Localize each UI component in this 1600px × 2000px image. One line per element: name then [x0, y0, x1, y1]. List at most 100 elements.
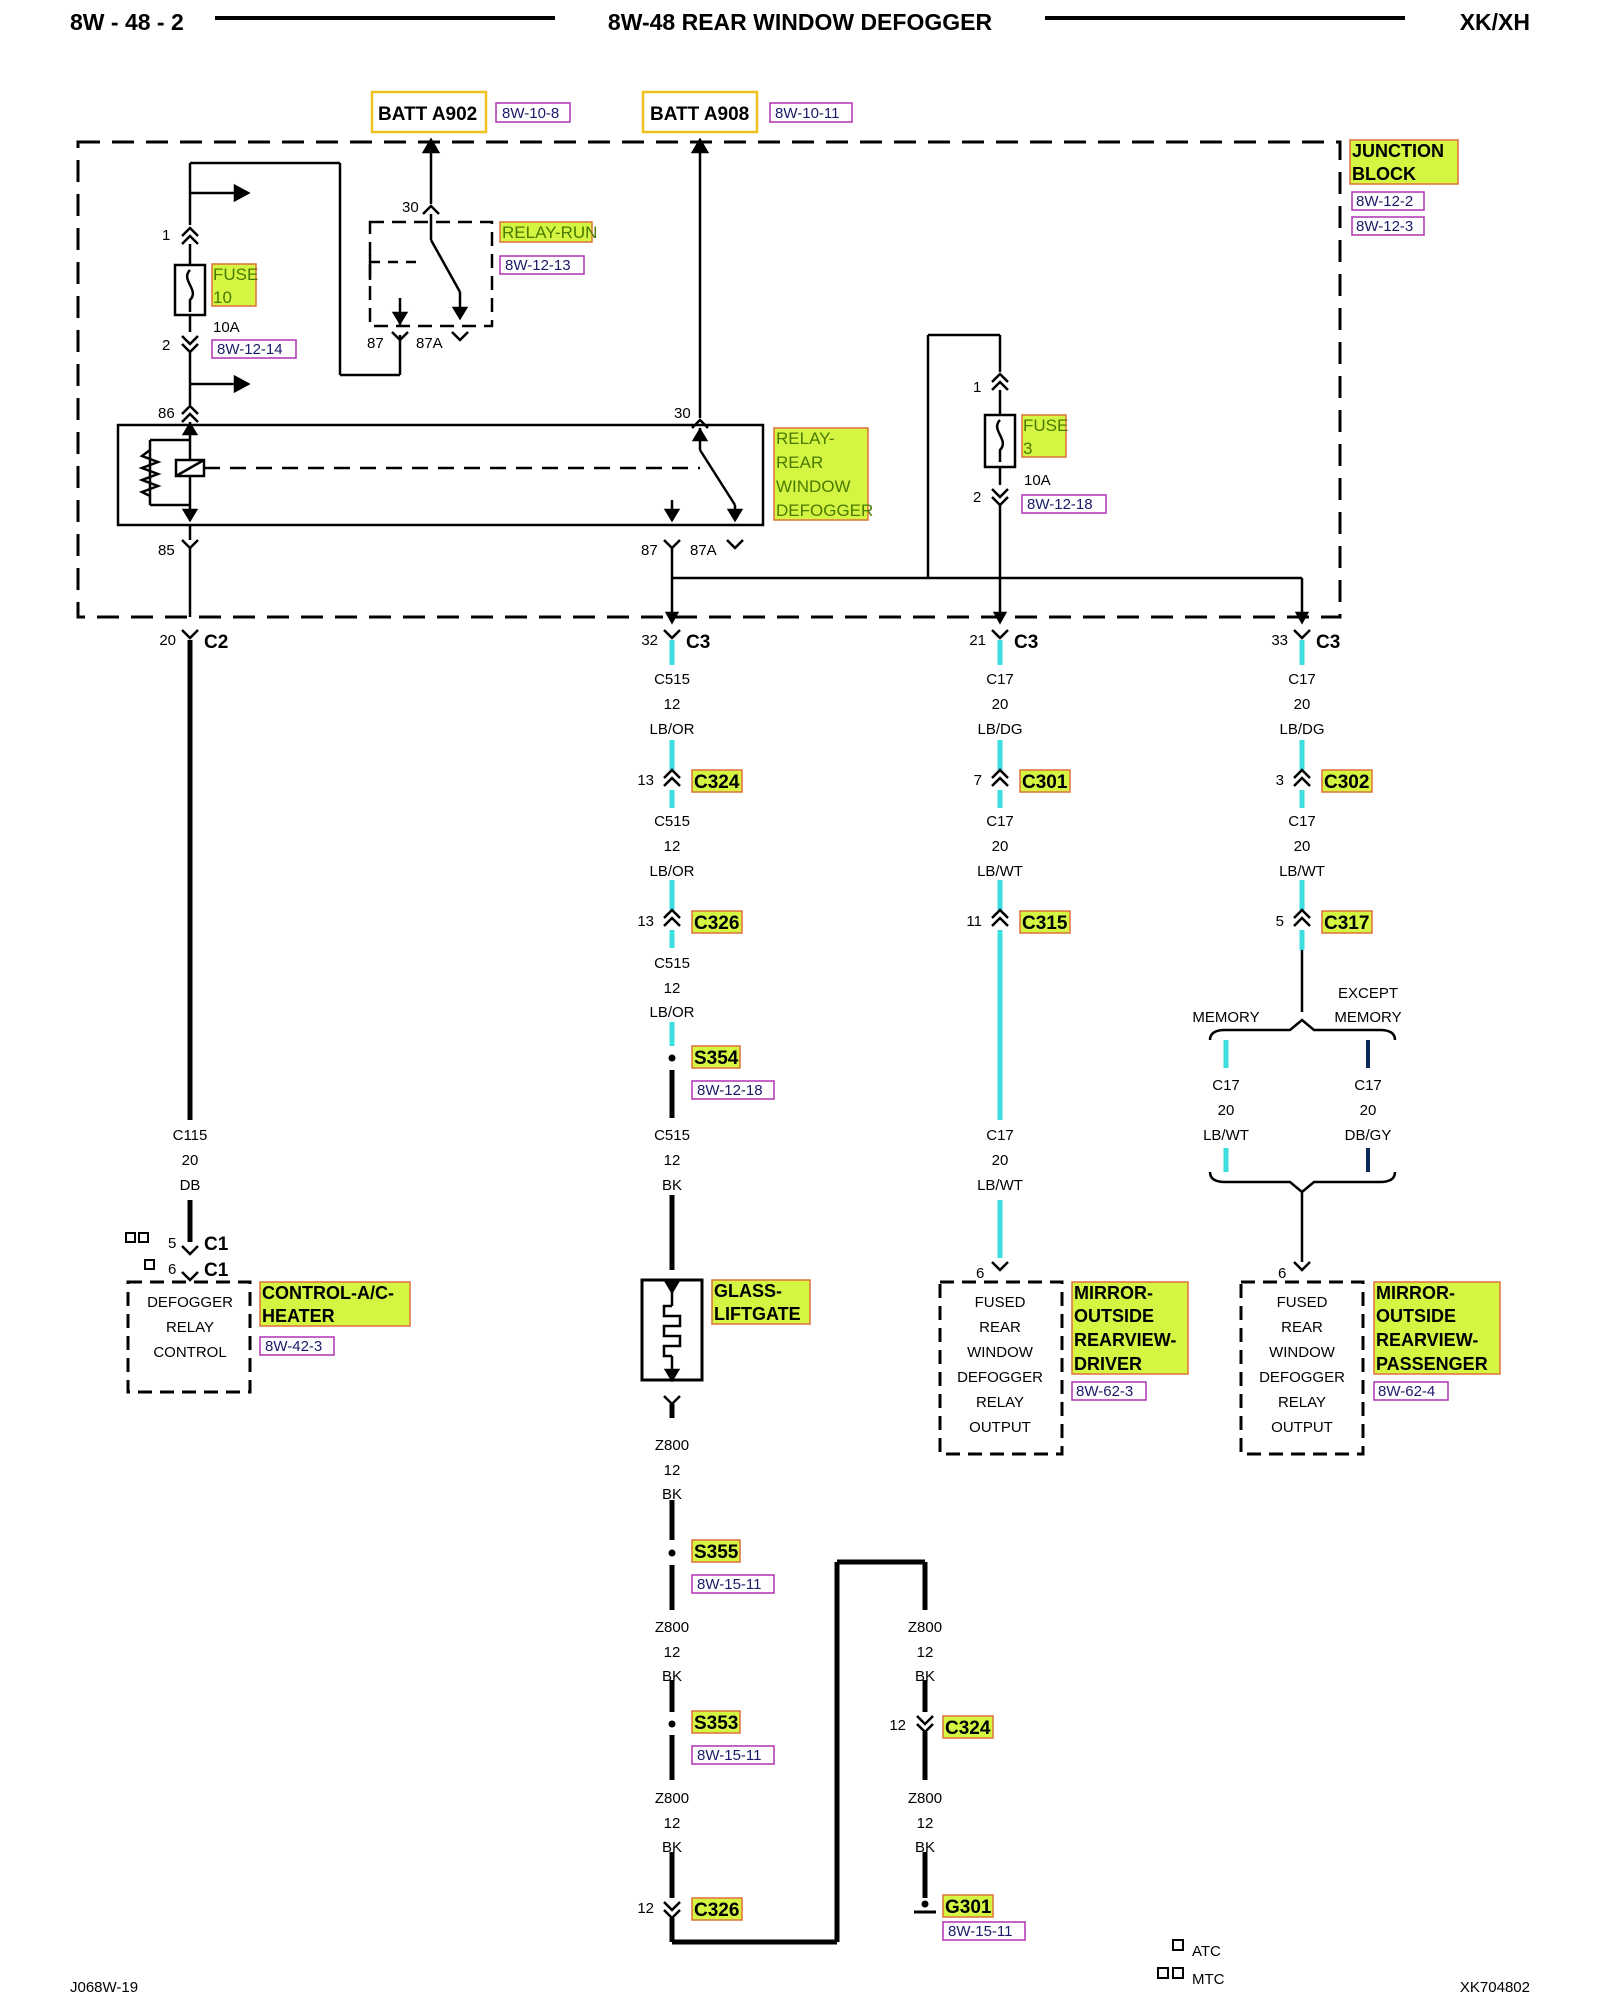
mirror-pass-box-3: WINDOW	[1269, 1344, 1336, 1361]
control-box-line2: RELAY	[166, 1319, 214, 1336]
mirror-drv-highlight	[1071, 1281, 1189, 1375]
relay-defog-label-1: RELAY-	[776, 429, 835, 448]
c302-highlight	[1321, 769, 1373, 793]
c115-color: DB	[180, 1177, 201, 1194]
glass-highlight	[711, 1279, 811, 1325]
c326a: C326	[691, 910, 743, 934]
z800-4-color: BK	[915, 1668, 935, 1685]
mtc-marker-b	[138, 1232, 149, 1243]
relay-run-ref[interactable]: 8W-12-13	[505, 257, 571, 274]
c302-label: C302	[1324, 772, 1369, 793]
fuse10-label-1: FUSE	[213, 265, 258, 284]
s354: S354 8W-12-18	[691, 1045, 775, 1100]
c2-label: C2	[204, 632, 228, 653]
c302-pin: 3	[1276, 772, 1284, 789]
c1b-pin: 6	[168, 1261, 176, 1278]
c17-p2-circuit: C17	[1288, 813, 1316, 830]
mirror-pass-box-6: OUTPUT	[1271, 1419, 1333, 1436]
s355: S355 8W-15-11	[691, 1539, 775, 1594]
c17-d1-gauge: 20	[992, 696, 1009, 713]
batt-a902-ref-frame	[495, 102, 571, 123]
c315: C315	[1019, 910, 1071, 934]
batt-a902: BATT A902 8W-10-8	[370, 90, 571, 134]
s353-ref-frame	[691, 1745, 775, 1765]
control-label: CONTROL-A/C- HEATER 8W-42-3	[259, 1281, 411, 1356]
c17-p2-color: LB/WT	[1279, 863, 1325, 880]
s354-ref[interactable]: 8W-12-18	[697, 1082, 763, 1099]
page-title: 8W-48 REAR WINDOW DEFOGGER	[608, 9, 993, 35]
mirror-drv-label: MIRROR- OUTSIDE REARVIEW- DRIVER 8W-62-3	[1071, 1281, 1189, 1401]
c315-highlight	[1019, 910, 1071, 934]
fuse10-circuit	[173, 161, 402, 405]
junction-ref2-frame	[1351, 216, 1425, 236]
control-box	[126, 1280, 252, 1394]
c17-d2-color: LB/WT	[977, 863, 1023, 880]
s355-highlight	[691, 1539, 741, 1563]
c3c-pin: 33	[1271, 632, 1288, 649]
c115-circuit: C115	[173, 1127, 208, 1144]
fuse10-label: FUSE 10	[211, 263, 258, 307]
control-highlight	[259, 1281, 411, 1327]
fuse3-label: FUSE 3	[1021, 414, 1068, 458]
relay-defog-pin87a: 87A	[690, 542, 717, 559]
c17-p2-gauge: 20	[1294, 838, 1311, 855]
mirror-drv-ref[interactable]: 8W-62-3	[1076, 1383, 1133, 1400]
s353-ref[interactable]: 8W-15-11	[697, 1747, 761, 1764]
control-label-2: HEATER	[262, 1306, 335, 1326]
c3b-pin: 21	[969, 632, 986, 649]
s355-ref[interactable]: 8W-15-11	[697, 1576, 761, 1593]
mirror-pass-label: MIRROR- OUTSIDE REARVIEW- PASSENGER 8W-6…	[1373, 1281, 1501, 1401]
mirror-pass-highlight	[1373, 1281, 1501, 1375]
legend-atc: ATC	[1192, 1943, 1221, 1960]
c324b-highlight	[942, 1715, 994, 1739]
relay-run-label: RELAY-RUN 8W-12-13	[499, 221, 597, 275]
c17-p1-color: LB/DG	[1279, 721, 1324, 738]
z800-1-gauge: 12	[664, 1462, 681, 1479]
batt-a902-ref[interactable]: 8W-10-8	[502, 105, 559, 122]
junction-block-label: JUNCTION BLOCK 8W-12-2 8W-12-3	[1349, 139, 1459, 236]
wire-c17-driver	[991, 640, 1009, 1272]
c317-pin: 5	[1276, 913, 1284, 930]
control-ref[interactable]: 8W-42-3	[265, 1338, 322, 1355]
wire-c17-passenger	[1208, 640, 1397, 1272]
model-code: XK/XH	[1460, 9, 1530, 35]
fuse10-rating: 10A	[213, 319, 240, 336]
junction-block-outline	[76, 140, 1342, 619]
c324b: C324	[942, 1715, 994, 1739]
batt-a908-ref[interactable]: 8W-10-11	[775, 105, 839, 122]
relay-defog-highlight	[773, 427, 869, 521]
c326a-label: C326	[694, 913, 739, 934]
g301-highlight	[942, 1894, 994, 1918]
fuse3-ref[interactable]: 8W-12-18	[1027, 496, 1093, 513]
relay-defog-label-4: DEFOGGER	[776, 501, 873, 520]
relay-run	[368, 137, 494, 342]
mirror-drv-pin: 6	[976, 1265, 984, 1282]
legend-mtc-icon-b	[1172, 1967, 1184, 1979]
relay-defogger	[116, 404, 765, 617]
mirror-pass-label-3: REARVIEW-	[1376, 1330, 1478, 1350]
c317: C317	[1321, 910, 1373, 934]
junction-block-ref1[interactable]: 8W-12-2	[1356, 193, 1413, 210]
c17-exc-gauge: 20	[1360, 1102, 1377, 1119]
fuse10-pin2: 2	[162, 337, 170, 354]
c324a-highlight	[691, 769, 743, 793]
z800-3-gauge: 12	[664, 1815, 681, 1832]
z800-4-circuit: Z800	[908, 1619, 942, 1636]
c17-d3-gauge: 20	[992, 1152, 1009, 1169]
fuse10-ref-frame	[211, 339, 297, 359]
mirror-drv-box	[938, 1280, 1064, 1456]
c326b-highlight	[691, 1897, 743, 1921]
mirror-pass-box	[1239, 1280, 1365, 1456]
g301-ref[interactable]: 8W-15-11	[948, 1923, 1012, 1940]
fuse10-ref[interactable]: 8W-12-14	[217, 341, 283, 358]
relay-run-pin30: 30	[402, 199, 419, 216]
batt-a908-label: BATT A908	[650, 104, 749, 125]
mirror-drv-ref-frame	[1071, 1381, 1147, 1401]
junction-block-ref2[interactable]: 8W-12-3	[1356, 218, 1413, 235]
glass-liftgate-label: GLASS- LIFTGATE	[711, 1279, 811, 1325]
glass-label-2: LIFTGATE	[714, 1304, 801, 1324]
c1-connectors: 5 C1 6 C1	[125, 1232, 229, 1281]
mirror-pass-ref[interactable]: 8W-62-4	[1378, 1383, 1435, 1400]
relay-defog-pin86: 86	[158, 405, 175, 422]
